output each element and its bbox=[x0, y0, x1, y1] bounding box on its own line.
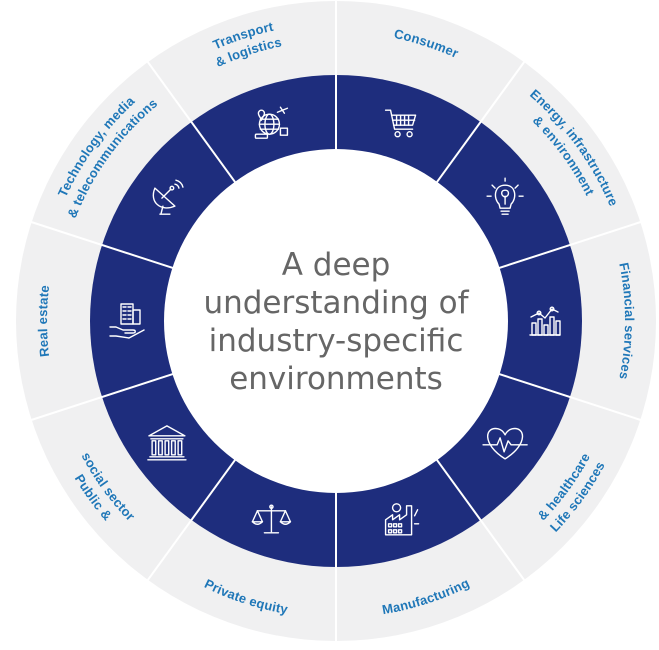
segment-divider bbox=[497, 220, 643, 270]
scales-icon bbox=[251, 504, 292, 534]
globe-plane-icon bbox=[254, 106, 289, 139]
center-statement-line: A deep bbox=[282, 247, 391, 283]
center-statement-line: industry-specific bbox=[209, 323, 464, 359]
segment-label: Real estate bbox=[35, 284, 52, 357]
segment-divider bbox=[145, 457, 237, 583]
segment-icons bbox=[109, 106, 561, 536]
segment-label: Financial services bbox=[616, 261, 637, 380]
center-statement-line: environments bbox=[229, 361, 443, 397]
lightbulb-leaf-icon bbox=[486, 177, 524, 215]
center-circle bbox=[164, 149, 508, 493]
segment-divider bbox=[29, 220, 175, 270]
segment-dividers bbox=[29, 0, 643, 643]
segment-divider bbox=[435, 59, 527, 185]
segment-divider bbox=[29, 372, 175, 422]
segment-divider bbox=[497, 372, 643, 422]
satellite-dish-icon bbox=[152, 179, 184, 215]
factory-icon bbox=[384, 503, 420, 536]
shopping-cart-icon bbox=[384, 109, 417, 138]
heart-pulse-icon bbox=[482, 427, 528, 460]
segment-divider bbox=[435, 457, 527, 583]
segment-divider bbox=[145, 59, 237, 185]
government-building-icon bbox=[147, 425, 187, 461]
hand-building-icon bbox=[109, 303, 145, 339]
center-statement-line: understanding of bbox=[203, 285, 469, 321]
bar-chart-icon bbox=[529, 306, 561, 336]
